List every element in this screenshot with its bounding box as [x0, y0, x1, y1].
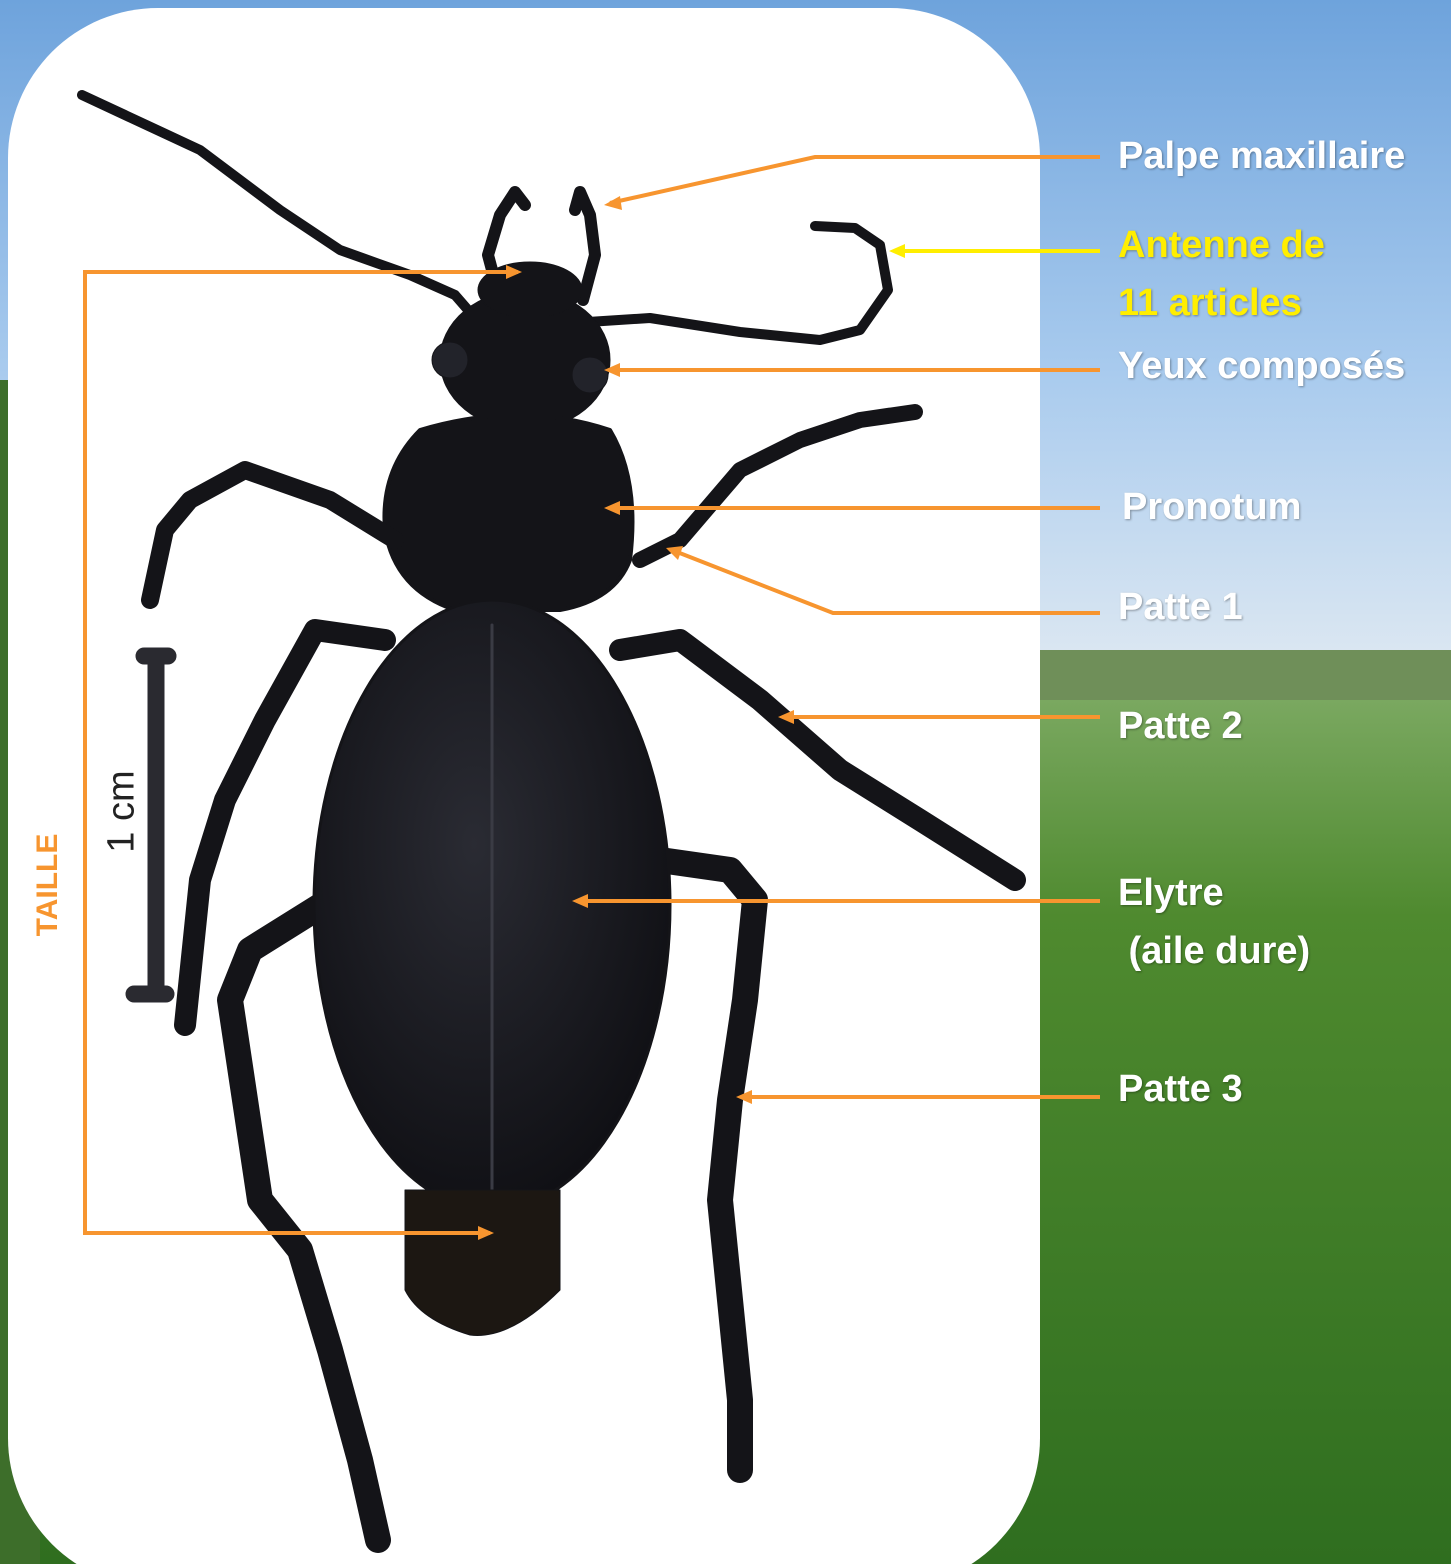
label-palpe-maxillaire: Palpe maxillaire	[1118, 127, 1405, 185]
pronotum-shape	[384, 415, 632, 610]
label-antenne-line-1: Antenne de	[1118, 216, 1325, 274]
label-antenne-line-2: 11 articles	[1118, 274, 1325, 332]
label-yeux-composes: Yeux composés	[1118, 337, 1405, 395]
label-pronotum: Pronotum	[1122, 478, 1301, 536]
scale-bar-label: 1 cm	[101, 752, 144, 872]
label-elytre: Elytre (aile dure)	[1118, 864, 1310, 980]
label-elytre-line-2: (aile dure)	[1118, 922, 1310, 980]
label-elytre-line-1: Elytre	[1118, 864, 1310, 922]
label-patte-3: Patte 3	[1118, 1060, 1243, 1118]
left-eye	[432, 342, 468, 378]
label-patte-1: Patte 1	[1118, 578, 1243, 636]
label-patte-2: Patte 2	[1118, 697, 1243, 755]
right-eye	[572, 357, 608, 393]
size-bracket-label: TAILLE	[31, 825, 65, 945]
label-antenne: Antenne de 11 articles	[1118, 216, 1325, 332]
